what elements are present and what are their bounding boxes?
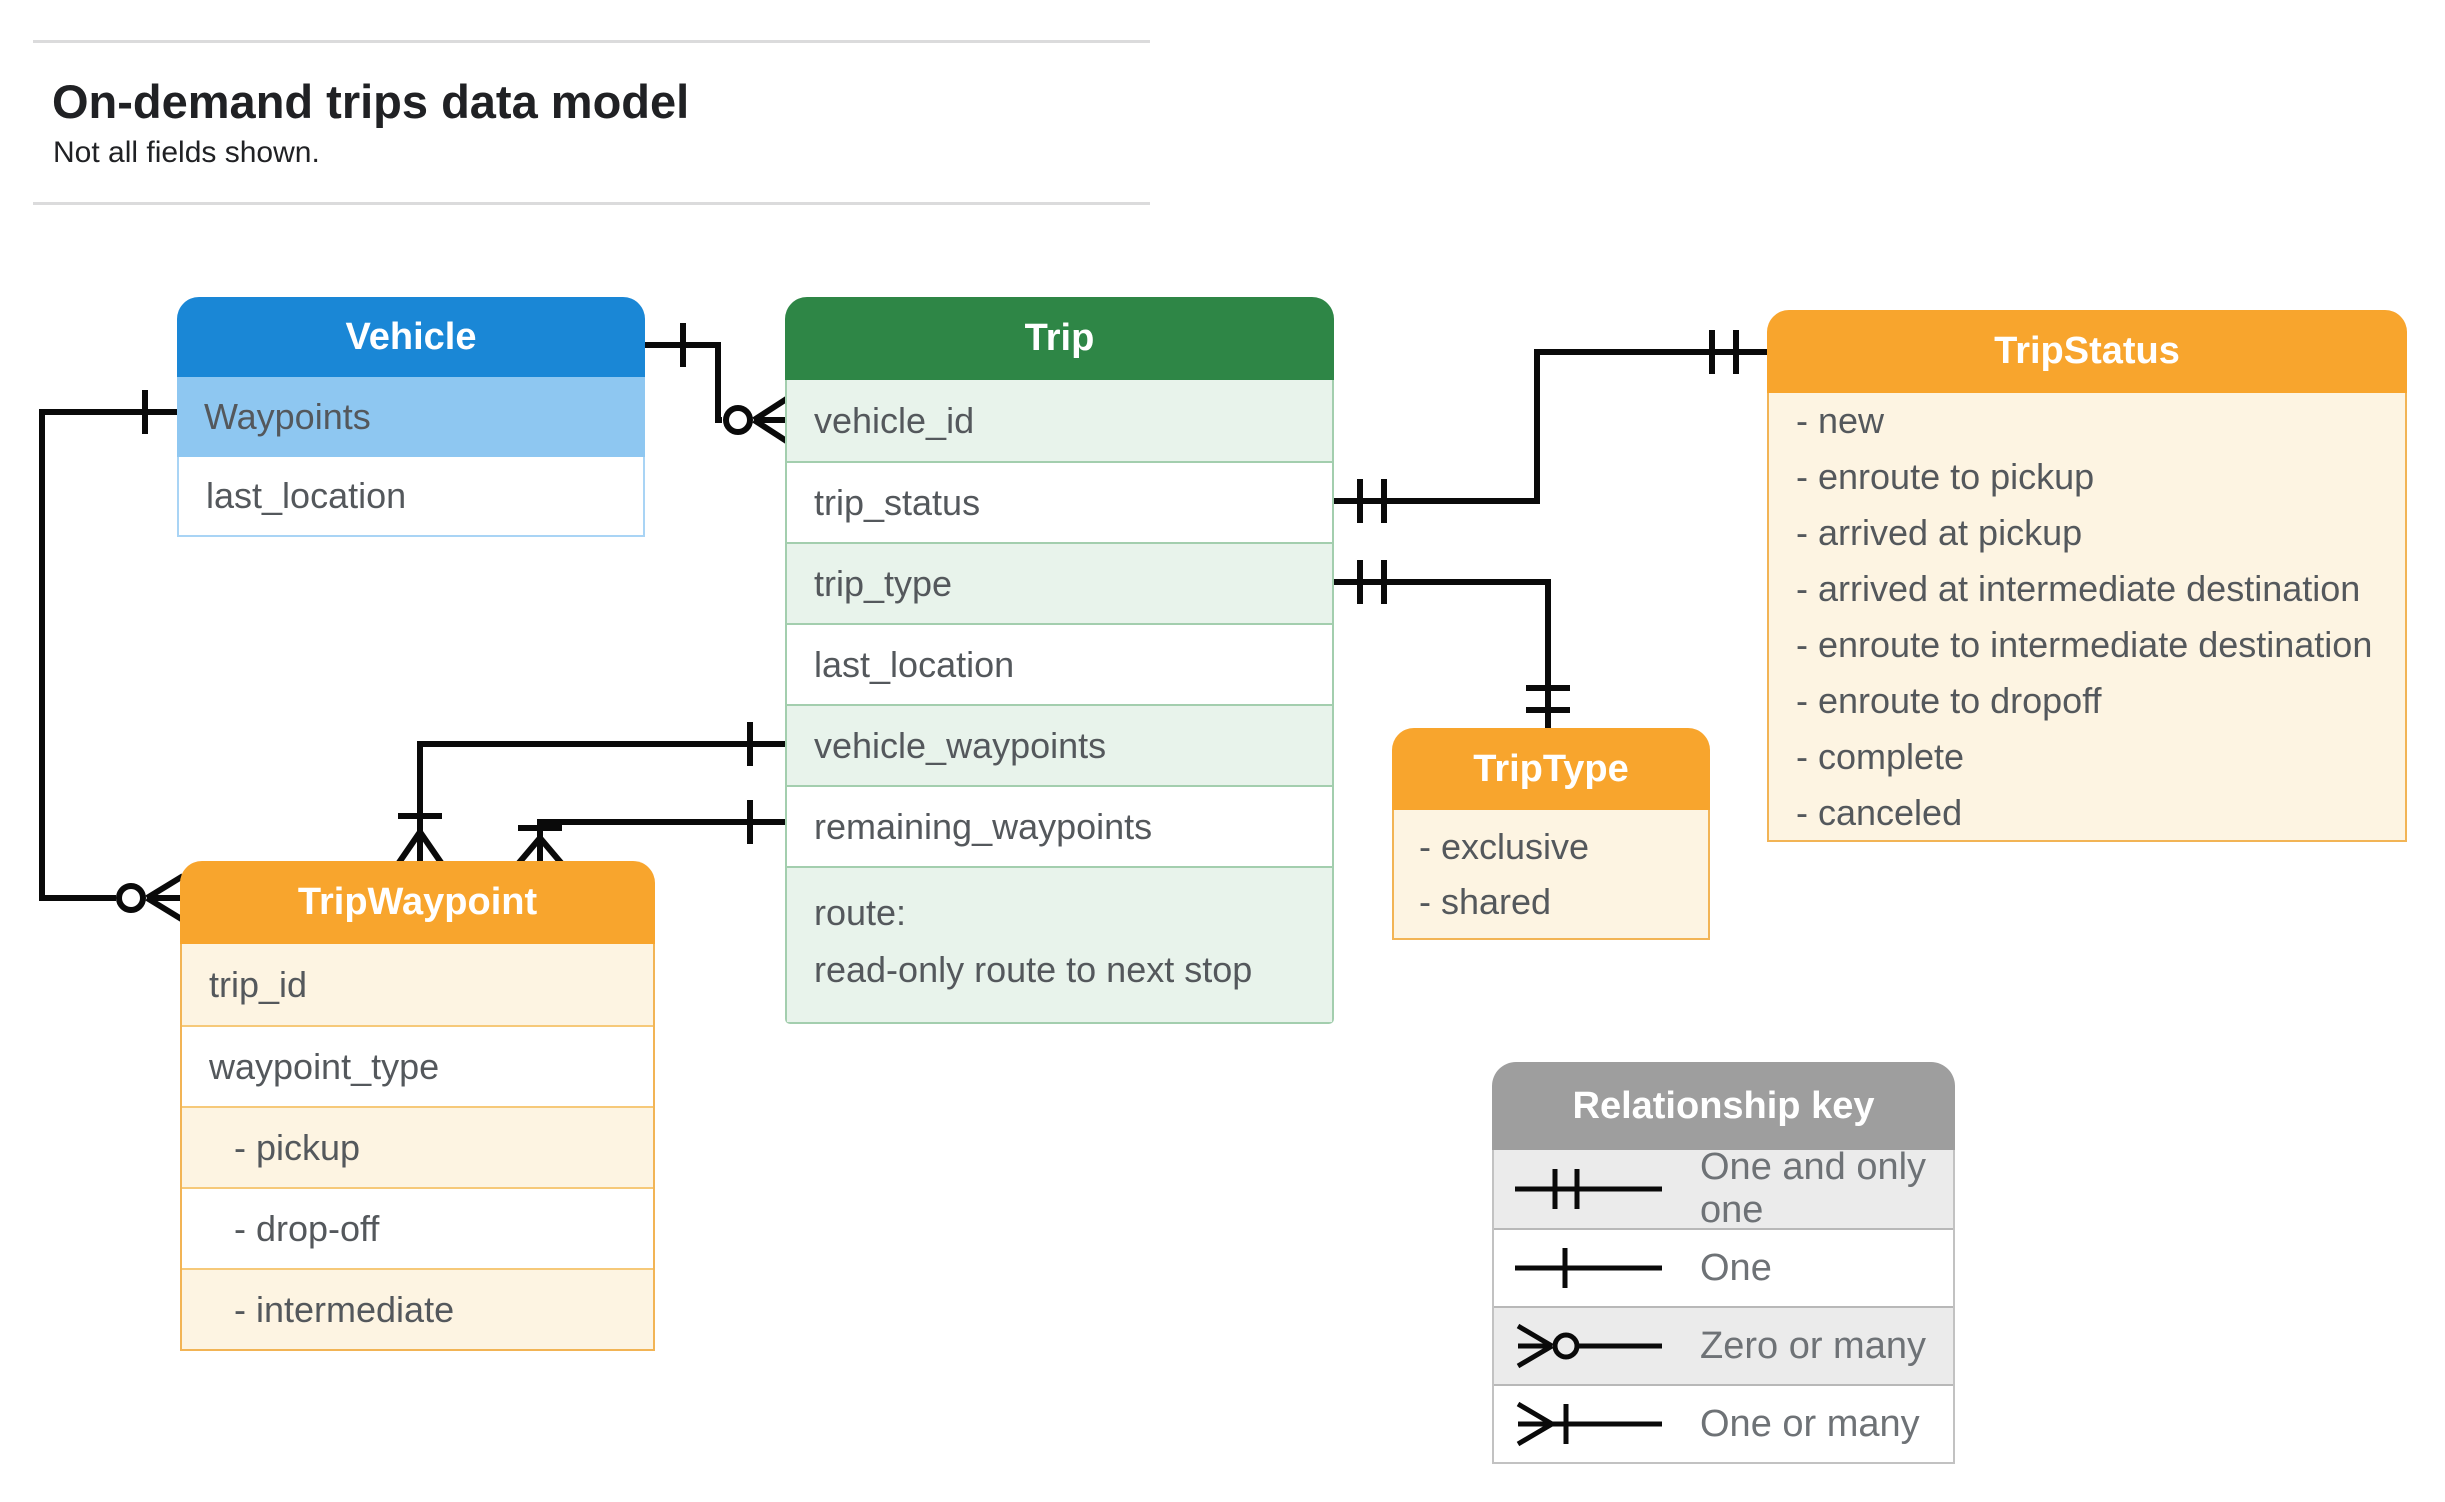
enum-value: - enroute to dropoff	[1796, 679, 2102, 721]
field-trip-status: trip_status	[787, 461, 1332, 542]
connector-remaining-waypoints	[515, 800, 785, 866]
divider	[33, 202, 1150, 205]
enum-value: - enroute to intermediate destination	[1796, 623, 2373, 665]
field-vehicle-id: vehicle_id	[787, 380, 1332, 461]
enum-value: - complete	[1796, 735, 1965, 777]
divider	[33, 40, 1150, 43]
entity-title: Trip	[785, 297, 1334, 380]
field-route-label: route:	[814, 892, 907, 933]
enum-value: - new	[1796, 399, 1885, 441]
connector-vehicle-waypoints	[395, 722, 785, 866]
entity-title: TripType	[1392, 728, 1710, 810]
enum-pickup: - pickup	[182, 1106, 653, 1187]
connector-triptype	[1334, 560, 1570, 730]
legend-label: One	[1700, 1246, 1772, 1289]
entity-title: Vehicle	[177, 297, 645, 377]
entity-vehicle: Vehicle Waypoints last_location	[177, 297, 645, 537]
field-remaining-waypoints: remaining_waypoints	[787, 785, 1332, 866]
enum-value: - exclusive	[1419, 826, 1590, 867]
relationship-key-title: Relationship key	[1492, 1062, 1955, 1150]
connector-waypoints-to-tripwaypoint	[39, 390, 185, 923]
enum-value: - shared	[1419, 881, 1552, 922]
field-waypoint-type: waypoint_type	[182, 1025, 653, 1106]
page-subtitle: Not all fields shown.	[53, 136, 320, 169]
entity-trip: Trip vehicle_id trip_status trip_type la…	[785, 297, 1334, 1024]
relationship-key: Relationship key One and only one One	[1492, 1062, 1955, 1464]
entity-tripstatus: TripStatus - new - enroute to pickup - a…	[1767, 310, 2407, 842]
enum-value: - arrived at intermediate destination	[1796, 567, 2361, 609]
legend-row: One and only one	[1494, 1146, 1953, 1231]
enum-value: - enroute to pickup	[1796, 455, 2095, 497]
field-route-description: read-only route to next stop	[814, 949, 1253, 990]
page-title: On-demand trips data model	[52, 75, 690, 128]
legend-label: One or many	[1700, 1402, 1920, 1445]
entity-triptype: TripType - exclusive - shared	[1392, 728, 1710, 940]
field-waypoints: Waypoints	[177, 377, 645, 457]
field-last-location: last_location	[787, 623, 1332, 704]
one-and-only-one-symbol	[1515, 1169, 1662, 1209]
legend-label: One and only one	[1700, 1146, 1927, 1231]
field-vehicle-waypoints: vehicle_waypoints	[787, 704, 1332, 785]
legend-label: Zero or many	[1700, 1324, 1926, 1367]
field-last-location: last_location	[177, 457, 645, 537]
entity-tripwaypoint: TripWaypoint trip_id waypoint_type - pic…	[180, 861, 655, 1351]
legend-row: One or many	[1494, 1384, 1953, 1462]
enum-value: - arrived at pickup	[1796, 511, 2083, 553]
entity-title: TripWaypoint	[180, 861, 655, 944]
zero-or-many-symbol	[1516, 1323, 1662, 1369]
field-route: route: read-only route to next stop	[787, 866, 1332, 1022]
enum-intermediate: - intermediate	[182, 1268, 653, 1349]
field-trip-type: trip_type	[787, 542, 1332, 623]
one-symbol	[1515, 1248, 1662, 1288]
one-or-many-symbol	[1516, 1401, 1662, 1447]
enum-value: - canceled	[1796, 791, 1963, 833]
connector-vehicle-to-trip	[645, 323, 790, 445]
connector-tripstatus	[1334, 330, 1769, 523]
legend-row: One	[1494, 1228, 1953, 1306]
field-trip-id: trip_id	[182, 944, 653, 1025]
enum-drop-off: - drop-off	[182, 1187, 653, 1268]
legend-row: Zero or many	[1494, 1306, 1953, 1384]
entity-title: TripStatus	[1767, 310, 2407, 393]
